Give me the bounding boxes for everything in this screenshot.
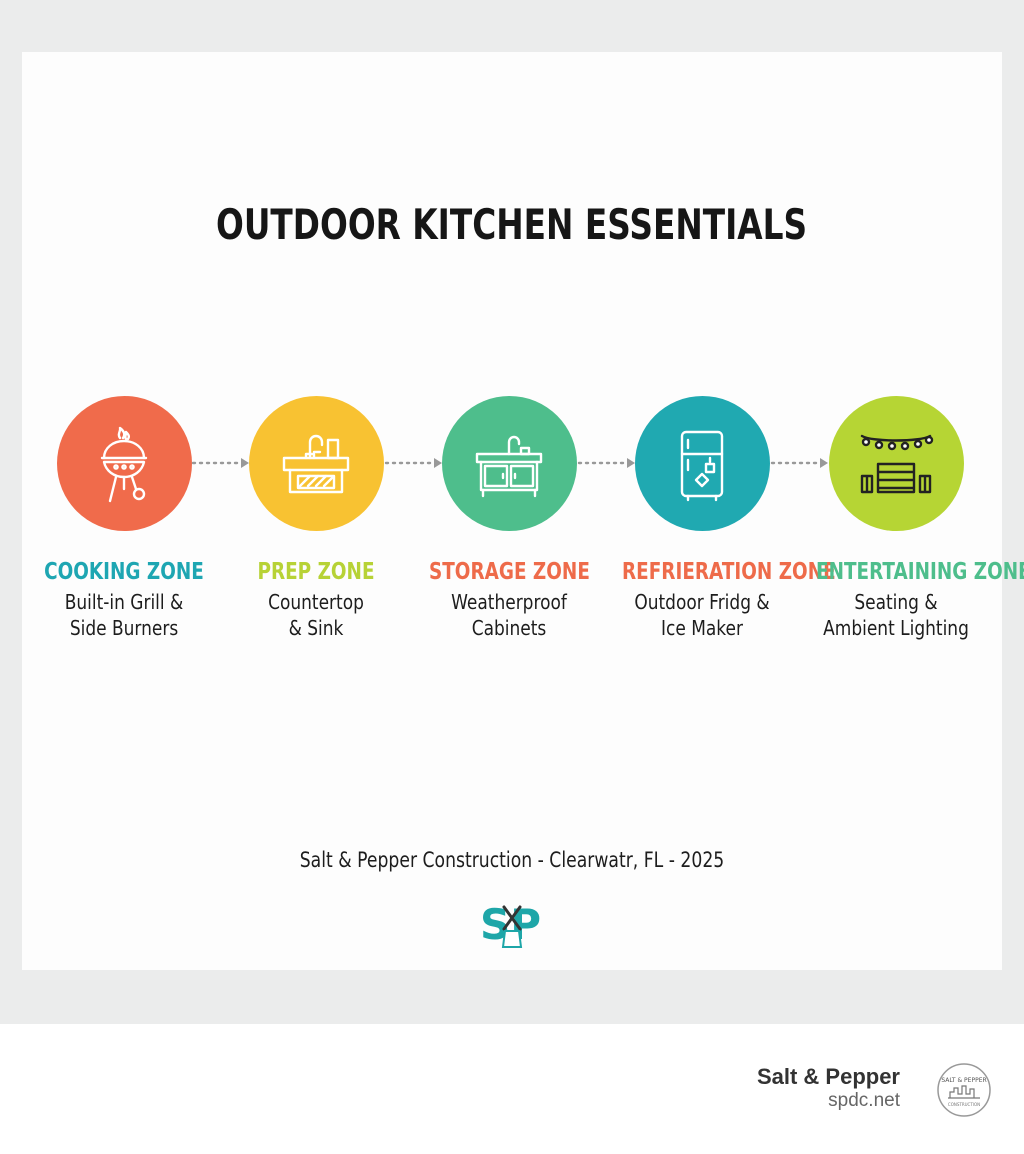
zone-desc-line: & Sink [288,616,344,640]
zone-description: Weatherproof Cabinets [424,589,594,641]
bottom-bar [0,1024,1024,1154]
zone-desc-line: Ice Maker [661,616,743,640]
zone-circle [828,396,964,531]
page-title: OUTDOOR KITCHEN ESSENTIALS [215,200,808,249]
sink-counter-icon [282,434,350,493]
zone-title: REFRIERATION ZONE [622,559,836,585]
zone-title: PREP ZONE [257,559,375,585]
fridge-icon [680,430,724,501]
zone-storage: STORAGE ZONE Weatherproof Cabinets [409,396,609,641]
brand-badge-logo: SALT & PEPPER CONSTRUCTION [937,1063,991,1117]
zone-title: ENTERTAINING ZONE [816,559,1024,585]
seating-lights-icon [860,434,934,493]
sp-logo: SP [480,900,541,949]
footer-credit: Salt & Pepper Construction - Clearwatr, … [299,848,725,872]
zone-circle [56,396,192,531]
zone-title: COOKING ZONE [44,559,204,585]
zone-cooking: COOKING ZONE Built-in Grill & Side Burne… [24,396,224,641]
zone-refrigeration: REFRIERATION ZONE Outdoor Fridg & Ice Ma… [602,396,836,641]
zone-desc-line: Cabinets [471,616,547,640]
zone-title: STORAGE ZONE [429,559,590,585]
zone-description: Outdoor Fridg & Ice Maker [617,589,787,641]
zone-desc-line: Ambient Lighting [823,616,969,640]
zone-circle [441,396,577,531]
connector-arrow [770,458,828,468]
grill-icon [100,426,148,502]
connector-arrow [191,458,249,468]
brand-name: Salt & Pepper [756,1064,900,1089]
zone-desc-line: Seating & [854,590,938,614]
zone-circle [634,396,770,531]
zone-desc-line: Built-in Grill & [64,590,184,614]
cabinet-icon [475,435,543,497]
connector-arrow [577,458,635,468]
brand-url: spdc.net [828,1090,900,1111]
zone-prep: PREP ZONE Countertop & Sink [216,396,416,641]
zone-description: Seating & Ambient Lighting [811,589,981,641]
connector-arrow [384,458,442,468]
zone-desc-line: Weatherproof [451,590,567,614]
zone-entertaining: ENTERTAINING ZONE Seating & Ambient Ligh… [796,396,1024,641]
zone-desc-line: Countertop [268,590,364,614]
zone-description: Built-in Grill & Side Burners [39,589,209,641]
zone-circle [248,396,384,531]
svg-text:SALT & PEPPER: SALT & PEPPER [941,1077,986,1084]
zone-desc-line: Side Burners [69,616,179,640]
zone-desc-line: Outdoor Fridg & [634,590,770,614]
zone-description: Countertop & Sink [231,589,401,641]
svg-text:CONSTRUCTION: CONSTRUCTION [948,1102,980,1107]
